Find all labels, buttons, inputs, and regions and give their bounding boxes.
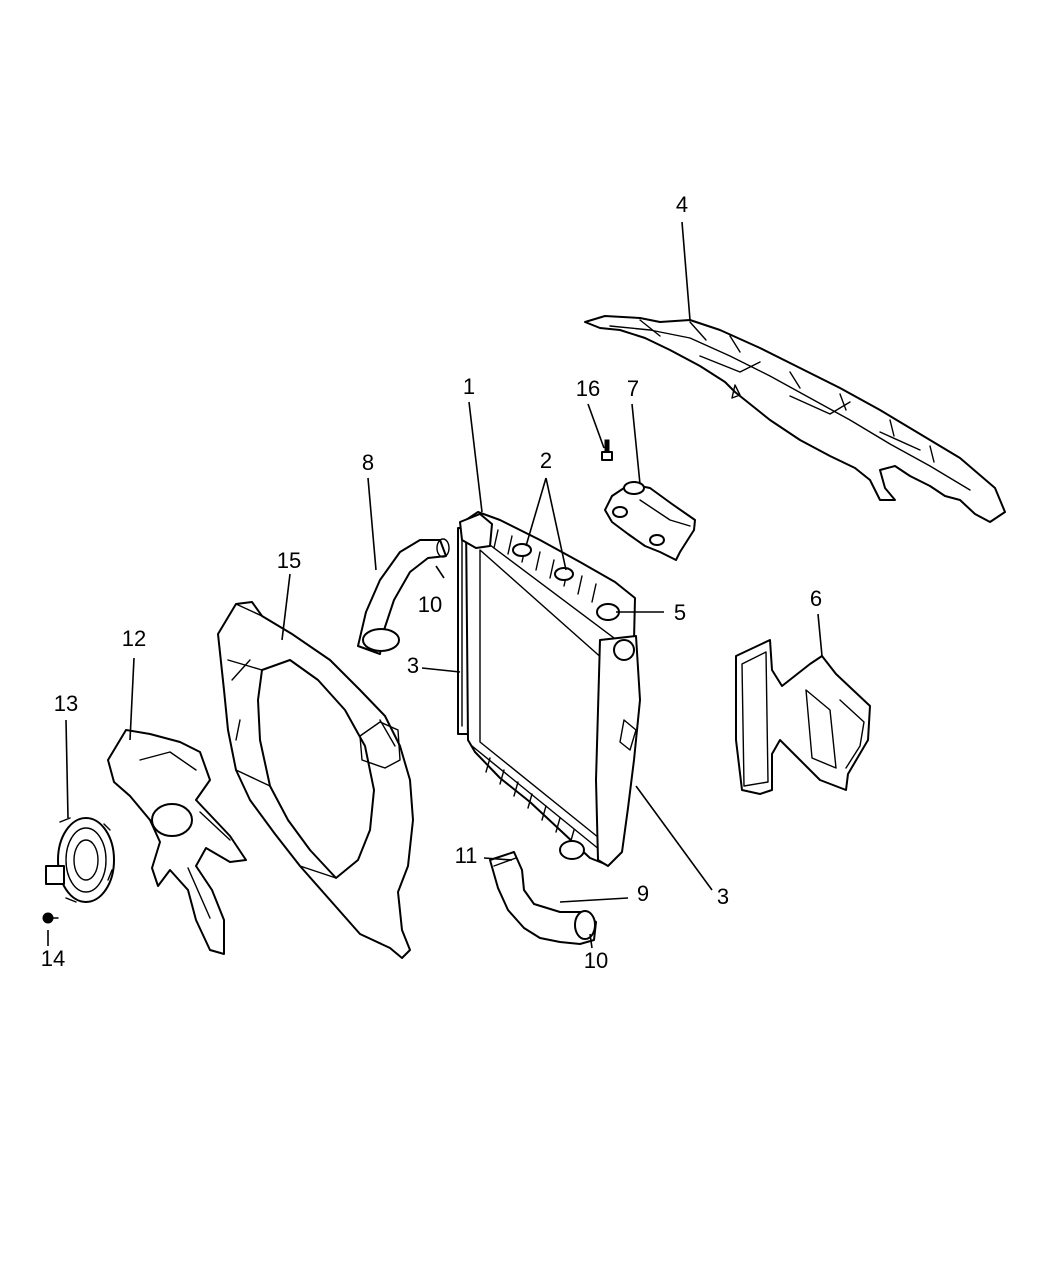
part-11-hose-clamp — [493, 857, 517, 867]
callout-labels: 4 1 2 16 7 8 10 15 5 6 12 3 13 11 9 3 10… — [41, 192, 822, 973]
part-4-radiator-cap — [596, 603, 620, 621]
callout-9: 9 — [637, 881, 649, 906]
part-12-fan-blade — [107, 729, 247, 955]
callout-14: 14 — [41, 946, 65, 971]
part-15-fan-shroud — [217, 601, 414, 959]
callout-8: 8 — [362, 450, 374, 475]
callout-11: 11 — [455, 843, 478, 868]
callout-6: 4 — [676, 192, 688, 217]
callout-12: 12 — [122, 626, 146, 651]
part-10-hose-clamp-upper — [362, 628, 400, 652]
callout-1: 1 — [463, 374, 475, 399]
part-14-bolt — [42, 912, 59, 924]
callout-16: 16 — [576, 376, 600, 401]
part-6-upper-support — [584, 315, 1006, 523]
callout-10-upper: 10 — [418, 592, 442, 617]
callout-2: 2 — [540, 448, 552, 473]
part-5-air-deflector — [735, 639, 871, 795]
part-9-lower-hose — [489, 851, 597, 945]
callout-5: 6 — [810, 586, 822, 611]
callout-15: 15 — [277, 548, 301, 573]
callout-4: 5 — [674, 600, 686, 625]
callout-7: 7 — [627, 376, 639, 401]
part-7-mount-bracket — [604, 481, 696, 561]
callout-3-left: 3 — [407, 653, 419, 678]
callout-3-right: 3 — [717, 884, 729, 909]
part-8-upper-hose — [357, 538, 450, 655]
part-16-bolt — [601, 439, 613, 461]
part-10-hose-clamp-lower — [574, 910, 596, 940]
part-13-fan-clutch — [45, 817, 115, 903]
callout-10-lower: 10 — [584, 948, 608, 973]
part-1-radiator — [459, 511, 641, 867]
leader-lines — [47, 221, 823, 949]
callout-13: 13 — [54, 691, 78, 716]
